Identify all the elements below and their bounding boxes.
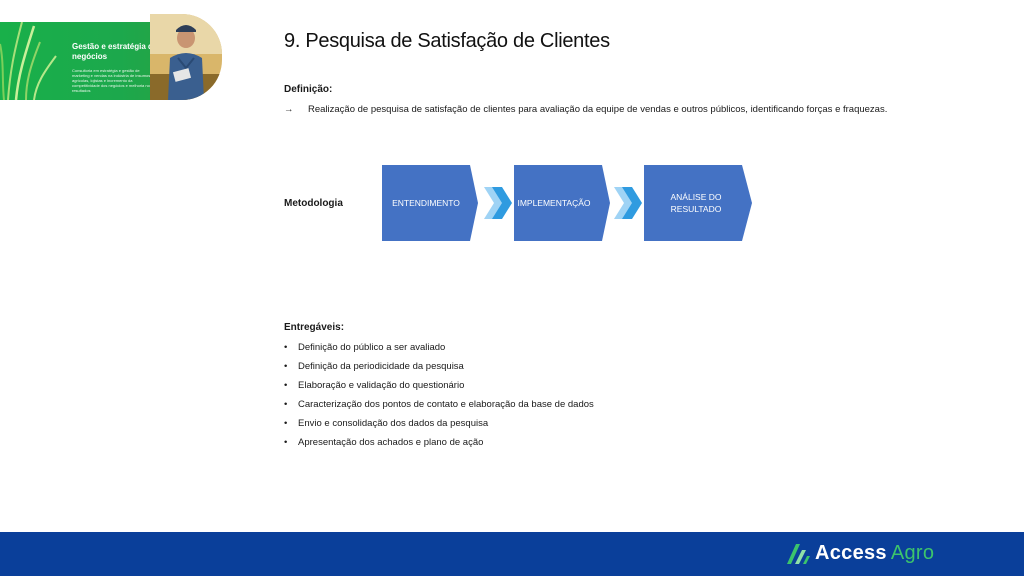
definition-label: Definição: (284, 84, 333, 95)
list-item-text: Apresentação dos achados e plano de ação (298, 437, 484, 448)
methodology-label: Metodologia (284, 198, 343, 209)
arrow-right-icon: → (284, 104, 294, 115)
page-title: 9. Pesquisa de Satisfação de Clientes (284, 30, 610, 52)
banner-description: Consultoria em estratégia e gestão de ma… (72, 68, 152, 93)
list-item: • Definição da periodicidade da pesquisa (284, 359, 594, 378)
list-item: • Definição do público a ser avaliado (284, 340, 594, 359)
banner-title: Gestão e estratégia de negócios (72, 42, 158, 61)
step-entendimento-label: ENTENDIMENTO (392, 198, 460, 208)
chevron-right-icon (484, 187, 512, 219)
list-item-text: Definição do público a ser avaliado (298, 342, 446, 353)
bullet-icon: • (284, 361, 288, 372)
list-item: • Elaboração e validação do questionário (284, 378, 594, 397)
logo-text-access: Access (815, 541, 887, 564)
list-item: • Envio e consolidação dos dados da pesqu… (284, 416, 594, 435)
access-agro-logo: Access Agro (785, 540, 934, 566)
bullet-icon: • (284, 380, 288, 391)
list-item: • Caracterização dos pontos de contato e … (284, 397, 594, 416)
methodology-flow: ENTENDIMENTO IMPLEMENTAÇÃO ANÁLISE DO RE… (382, 165, 752, 241)
list-item-text: Elaboração e validação do questionário (298, 380, 465, 391)
list-item-text: Definição da periodicidade da pesquisa (298, 361, 464, 372)
step-analise-label-line1: ANÁLISE DO (670, 192, 721, 202)
bullet-icon: • (284, 399, 288, 410)
bullet-icon: • (284, 437, 288, 448)
step-analise-resultado: ANÁLISE DO RESULTADO (644, 165, 752, 241)
bullet-icon: • (284, 342, 288, 353)
list-item-text: Envio e consolidação dos dados da pesqui… (298, 418, 489, 429)
deliverables-label: Entregáveis: (284, 322, 345, 333)
chevron-right-icon (614, 187, 642, 219)
list-item-text: Caracterização dos pontos de contato e e… (298, 399, 594, 410)
farmer-photo (150, 14, 222, 100)
footer-bar (0, 532, 1024, 576)
step-implementacao-label: IMPLEMENTAÇÃO (517, 198, 590, 208)
step-implementacao: IMPLEMENTAÇÃO (514, 165, 610, 241)
grass-illustration (0, 22, 57, 100)
list-item: • Apresentação dos achados e plano de açã… (284, 435, 594, 454)
definition-item: → Realização de pesquisa de satisfação d… (284, 104, 887, 115)
definition-text: Realização de pesquisa de satisfação de … (308, 104, 888, 115)
service-banner: Gestão e estratégia de negócios Consulto… (0, 14, 222, 100)
logo-text-agro: Agro (890, 541, 935, 564)
step-entendimento: ENTENDIMENTO (382, 165, 478, 241)
step-analise-label-line2: RESULTADO (671, 204, 722, 214)
deliverables-list: • Definição do público a ser avaliado • De… (284, 340, 594, 454)
leaf-logo-icon (787, 544, 810, 564)
bullet-icon: • (284, 418, 288, 429)
